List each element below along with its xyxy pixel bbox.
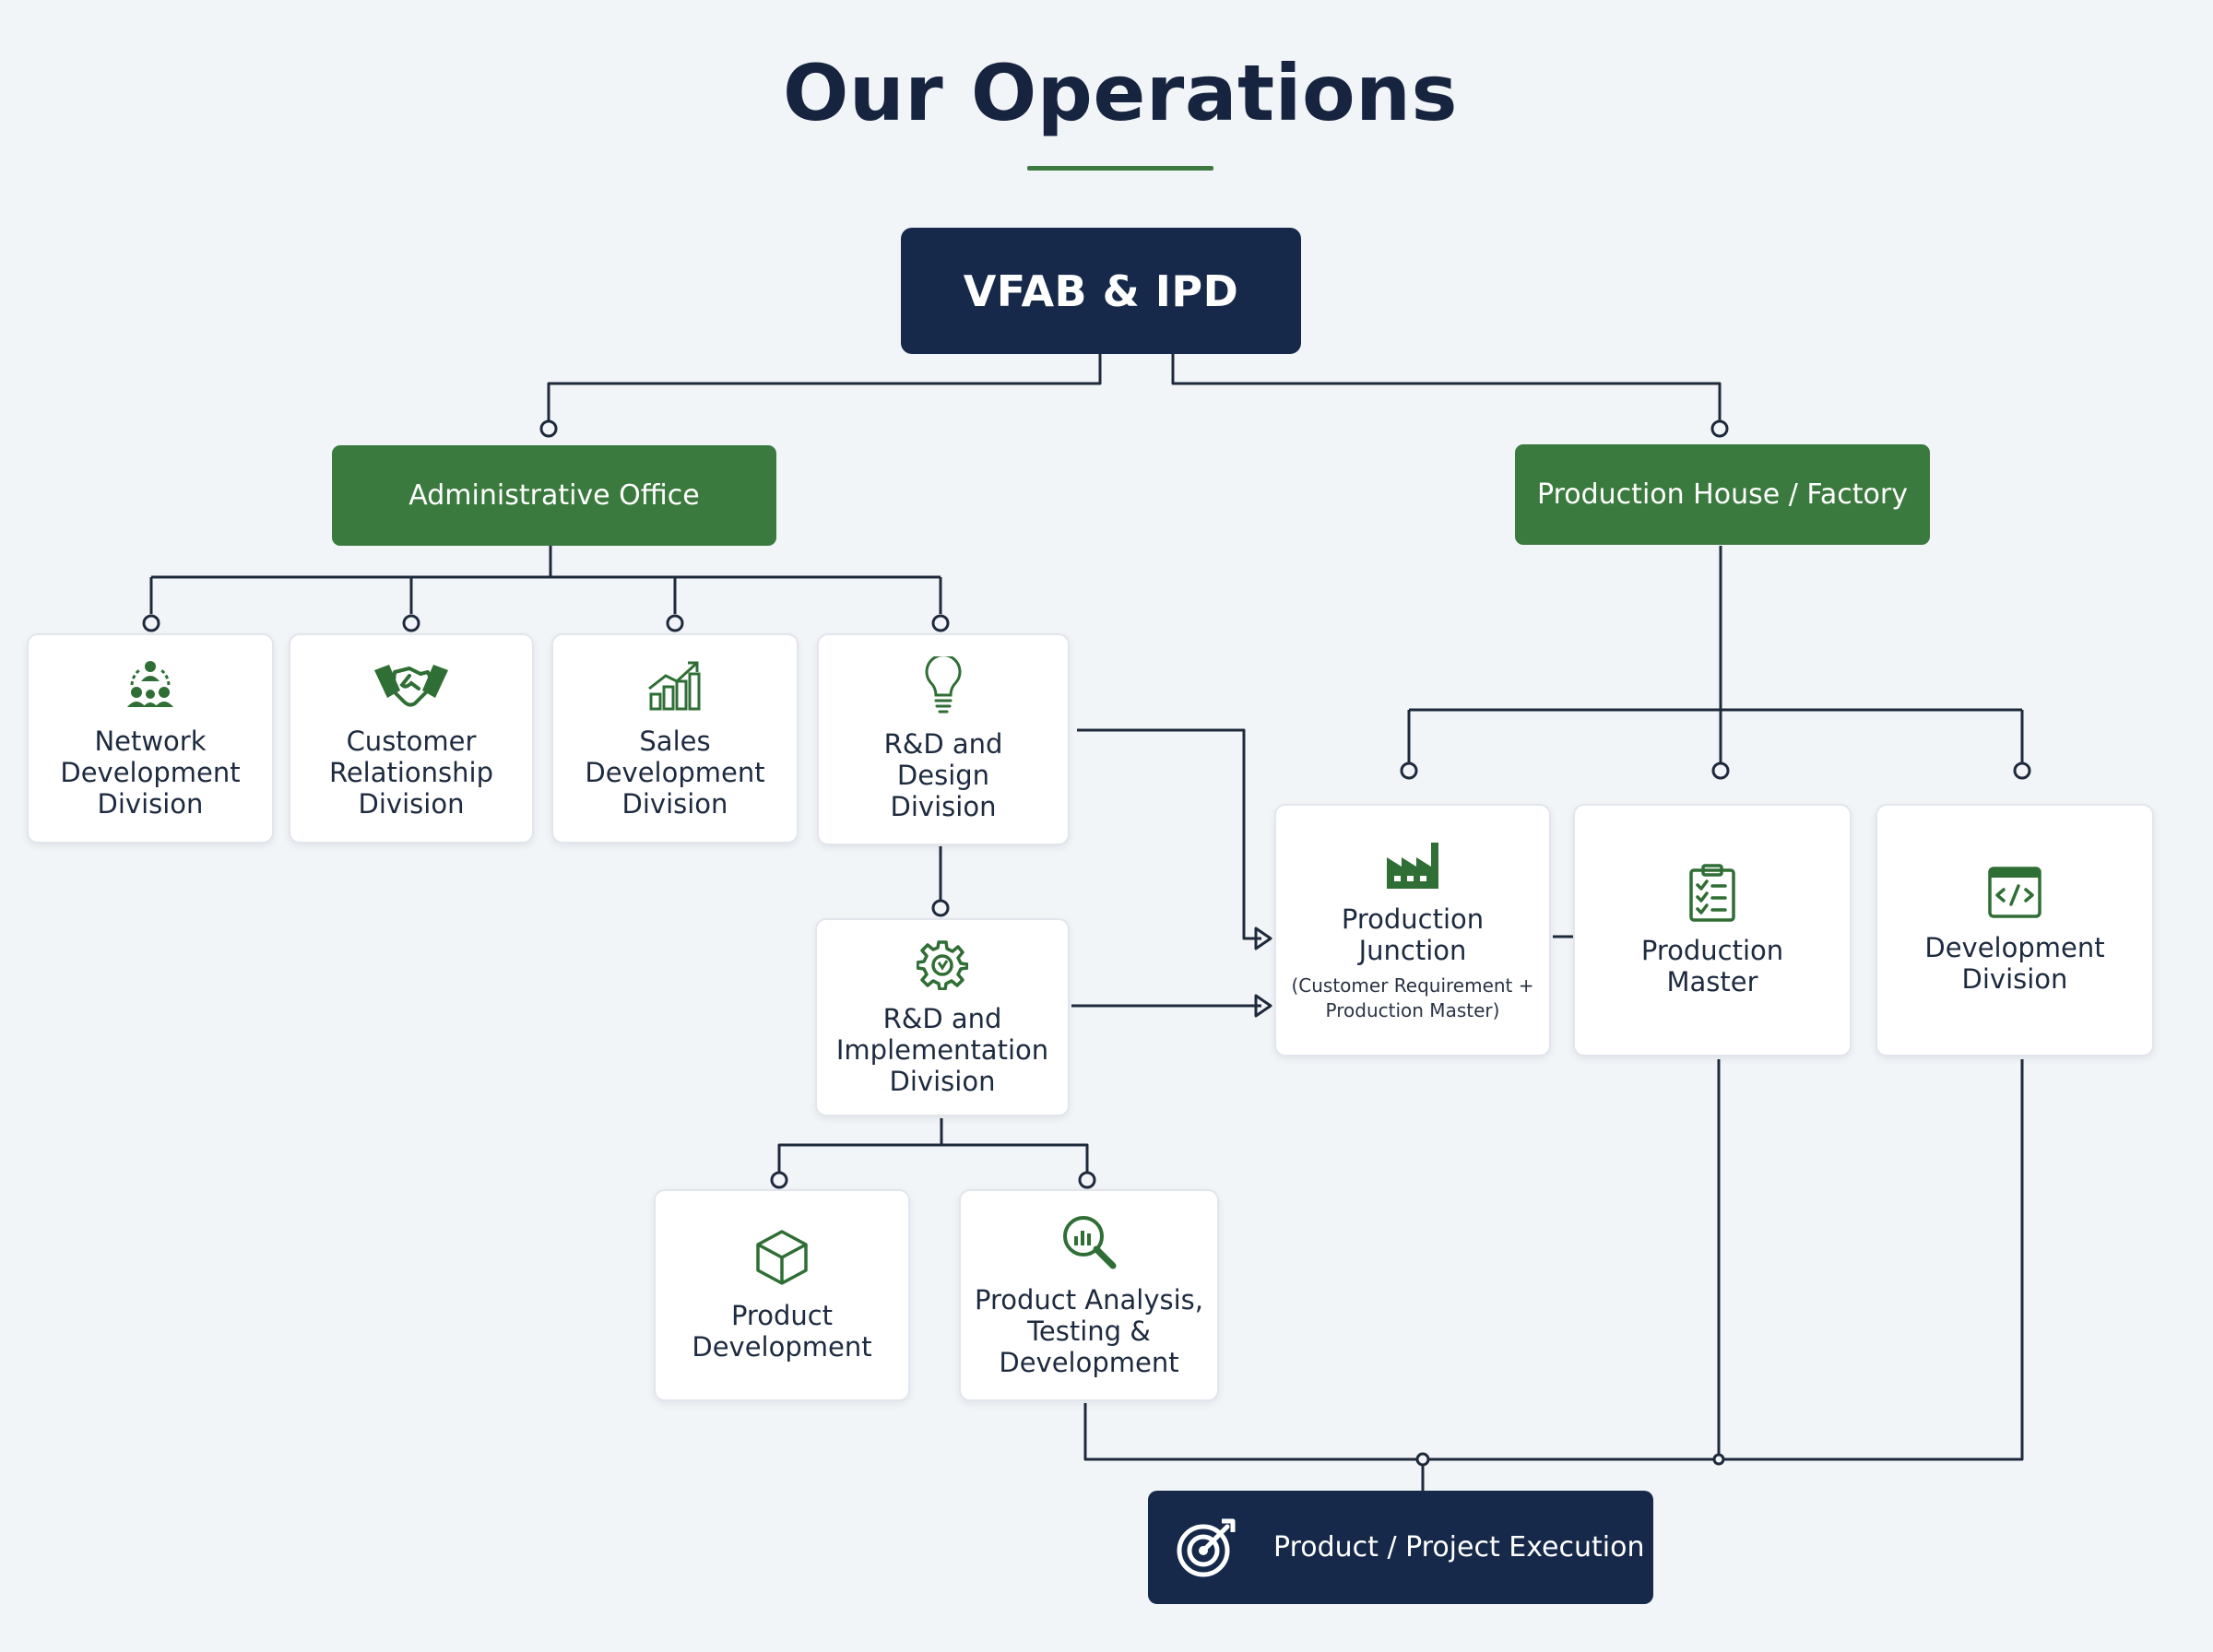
connector-admin-bus [149,546,942,614]
execution-label: Product / Project Execution [1273,1531,1645,1564]
team-network-icon [127,661,173,707]
product-development[interactable]: Product Development [654,1189,910,1401]
product-development-label: Product Development [692,1300,872,1363]
rnd-design-label: R&D and Design Division [883,728,1003,822]
production-junction[interactable]: Production Junction (Customer Requiremen… [1274,804,1551,1056]
rnd-implementation-division[interactable]: R&D and Implementation Division [815,918,1070,1116]
production-house-label: Production House / Factory [1537,478,1908,511]
node-dot [770,1171,788,1189]
administrative-office-label: Administrative Office [408,479,700,512]
connector-root-production [1171,354,1722,422]
node-dot [1415,1452,1430,1467]
title-underline [1027,166,1213,171]
production-junction-note: (Customer Requirement + Production Maste… [1291,974,1534,1021]
sales-development-label: Sales Development Division [585,726,765,820]
target-icon [1177,1518,1236,1576]
production-master-label: Production Master [1640,935,1784,997]
node-dot [1711,761,1730,780]
node-dot [1710,419,1729,438]
arrowhead-junction-upper [1254,926,1272,950]
customer-relationship-division[interactable]: Customer Relationship Division [289,633,534,844]
growth-chart-icon [648,661,701,711]
root-node[interactable]: VFAB & IPD [901,228,1301,354]
connector-execution-bus [1083,1059,2024,1491]
node-dot [931,899,950,917]
code-window-icon [1988,867,2041,918]
magnifier-chart-icon [1063,1216,1117,1269]
administrative-office-node[interactable]: Administrative Office [332,445,776,546]
node-dot [1400,761,1418,780]
product-analysis-label: Product Analysis, Testing & Development [974,1284,1204,1378]
production-master[interactable]: Production Master [1573,804,1852,1056]
rnd-design-division[interactable]: R&D and Design Division [817,633,1070,845]
development-division[interactable]: Development Division [1876,804,2154,1056]
node-dot [1712,1453,1725,1466]
gear-icon [917,939,968,990]
production-junction-label: Production Junction [1341,903,1485,966]
node-dot [1078,1171,1096,1189]
customer-relationship-label: Customer Relationship Division [328,726,494,820]
node-dot [539,419,558,438]
development-division-label: Development Division [1924,932,2105,995]
arrowhead-junction-lower [1254,994,1272,1018]
handshake-icon [374,665,448,707]
product-analysis-testing[interactable]: Product Analysis, Testing & Development [959,1189,1219,1401]
product-project-execution[interactable]: Product / Project Execution [1148,1491,1653,1604]
clipboard-checklist-icon [1689,864,1735,922]
network-development-label: Network Development Division [60,726,241,820]
node-dot [931,614,950,632]
lightbulb-icon [925,656,962,714]
page-title: Our Operations [783,48,1458,138]
factory-icon [1387,843,1438,889]
node-dot [402,614,420,632]
node-dot [666,614,684,632]
node-dot [142,614,160,632]
node-dot [2013,761,2031,780]
rnd-implementation-label: R&D and Implementation Division [835,1002,1049,1097]
connector-production-bus [1407,546,2024,763]
root-label: VFAB & IPD [963,266,1239,316]
sales-development-division[interactable]: Sales Development Division [551,633,799,844]
connector-impl-products [777,1118,1089,1173]
cube-icon [756,1230,808,1285]
connector-design-junction [1077,728,1261,940]
network-development-division[interactable]: Network Development Division [27,633,274,844]
production-house-node[interactable]: Production House / Factory [1515,444,1930,545]
connector-root-admin [547,354,1102,422]
